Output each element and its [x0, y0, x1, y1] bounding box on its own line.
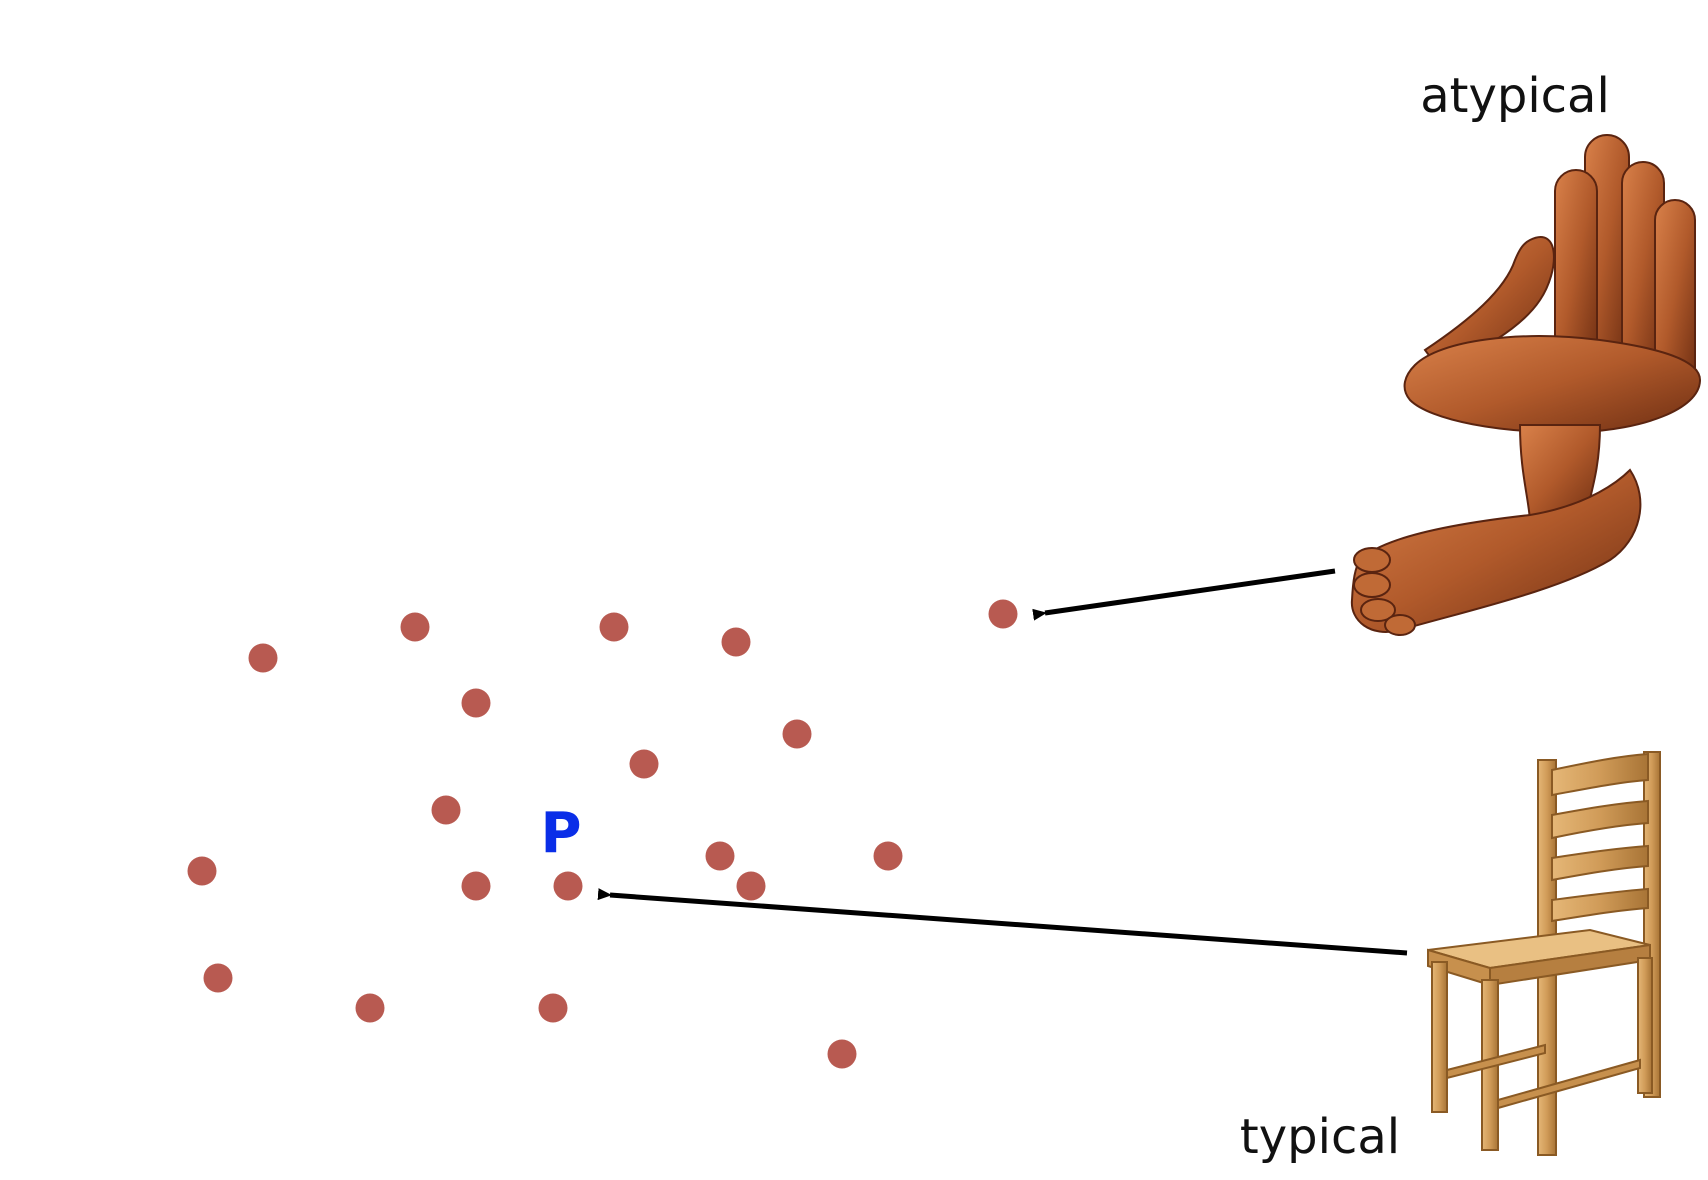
category-member-dot	[736, 871, 766, 901]
category-member-dot	[400, 612, 430, 642]
typical-label: typical	[1240, 1109, 1400, 1165]
category-member-dot	[248, 643, 278, 673]
category-member-dot	[203, 963, 233, 993]
wooden-chair-icon	[1427, 751, 1661, 1156]
typical-arrow	[597, 888, 1408, 956]
atypical-arrow	[1032, 568, 1336, 621]
category-member-dot	[599, 612, 629, 642]
prototype-label: P	[540, 801, 581, 866]
category-member-dot	[355, 993, 385, 1023]
atypical-label: atypical	[1420, 68, 1610, 124]
category-member-dot	[553, 871, 583, 901]
category-member-dot	[705, 841, 735, 871]
hand-chair-icon	[1350, 134, 1702, 636]
category-member-dot	[873, 841, 903, 871]
category-member-dot	[782, 719, 812, 749]
category-member-dot	[721, 627, 751, 657]
category-member-dot	[629, 749, 659, 779]
category-members	[187, 599, 1018, 1069]
category-member-dot	[187, 856, 217, 886]
category-member-dot	[988, 599, 1018, 629]
category-member-dot	[461, 688, 491, 718]
category-member-dot	[538, 993, 568, 1023]
category-member-dot	[461, 871, 491, 901]
category-member-dot	[827, 1039, 857, 1069]
category-member-dot	[431, 795, 461, 825]
